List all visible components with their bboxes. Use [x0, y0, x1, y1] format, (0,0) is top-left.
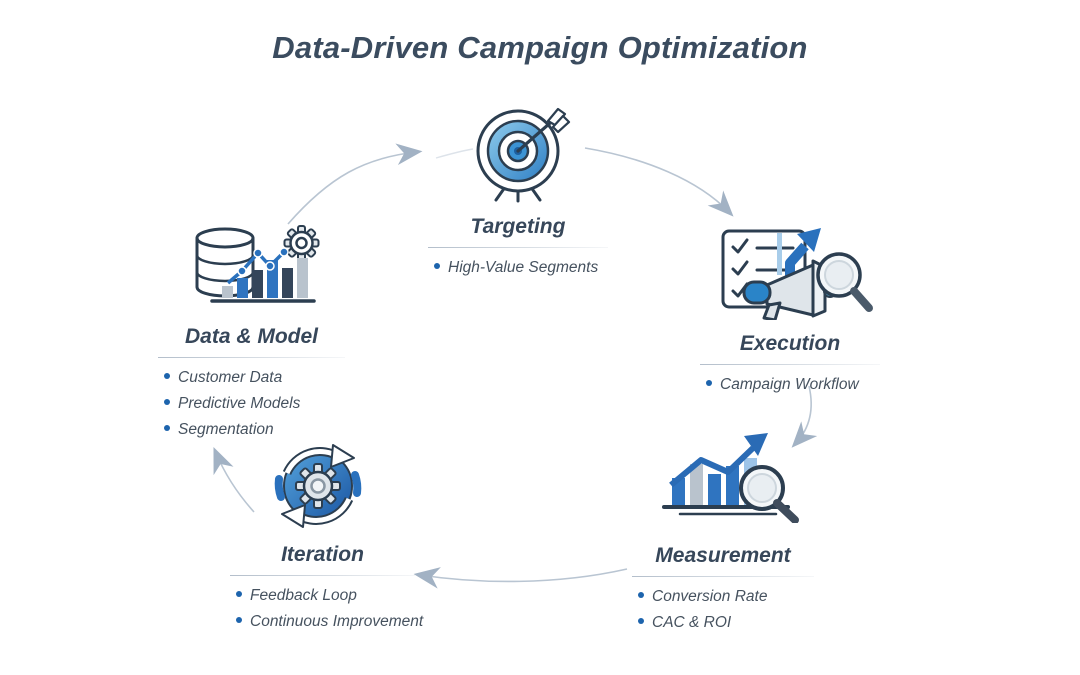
bullet-dot: [236, 617, 242, 623]
node-iteration: Iteration Feedback Loop Continuous Impro…: [230, 437, 423, 635]
bullet-item: Continuous Improvement: [236, 609, 423, 635]
page-title: Data-Driven Campaign Optimization: [272, 30, 808, 65]
bullet-dot: [236, 591, 242, 597]
database-chart-gear-icon: [192, 224, 337, 314]
label-divider: [700, 364, 880, 365]
cycle-gear-icon: [263, 437, 373, 539]
label-divider: [158, 357, 345, 358]
node-label: Measurement: [655, 544, 791, 567]
label-divider: [230, 575, 415, 576]
arrow-data-model-to-targeting: [287, 143, 423, 225]
bullet-item: Customer Data: [164, 365, 345, 391]
bullet-list: Campaign Workflow: [700, 372, 880, 398]
bullet-item: Conversion Rate: [638, 584, 814, 610]
node-measurement: Measurement Conversion Rate CAC & ROI: [632, 428, 814, 636]
bullet-item: Segmentation: [164, 417, 345, 443]
bullet-dot: [164, 425, 170, 431]
label-divider: [428, 247, 608, 248]
bullet-dot: [164, 399, 170, 405]
node-label: Iteration: [281, 543, 364, 566]
node-label: Data & Model: [184, 325, 318, 348]
node-execution: Execution Campaign Workflow: [700, 225, 880, 398]
bullet-item: CAC & ROI: [638, 610, 814, 636]
target-bullseye-icon: [463, 103, 573, 210]
bullet-dot: [638, 592, 644, 598]
bullet-list: Conversion Rate CAC & ROI: [632, 584, 814, 636]
bullet-dot: [638, 618, 644, 624]
bullet-item: Feedback Loop: [236, 583, 415, 609]
checklist-megaphone-magnifier-icon: [717, 225, 877, 325]
node-label: Targeting: [470, 215, 566, 238]
bullet-dot: [164, 373, 170, 379]
bar-chart-magnifier-icon: [658, 428, 818, 528]
arrow-measurement-to-iteration: [413, 567, 628, 589]
bullet-item: Campaign Workflow: [706, 372, 880, 398]
bullet-list: High-Value Segments: [428, 255, 608, 281]
bullet-dot: [434, 263, 440, 269]
bullet-item: High-Value Segments: [434, 255, 608, 281]
node-label: Execution: [739, 332, 841, 355]
bullet-list: Feedback Loop Continuous Improvement: [230, 583, 423, 635]
bullet-dot: [706, 380, 712, 386]
bullet-item: Predictive Models: [164, 391, 345, 417]
bullet-list: Customer Data Predictive Models Segmenta…: [158, 365, 345, 443]
node-targeting: Targeting High-Value Segments: [428, 103, 608, 281]
label-divider: [632, 576, 814, 577]
node-data-model: Data & Model Customer Data Predictive Mo…: [158, 224, 345, 443]
